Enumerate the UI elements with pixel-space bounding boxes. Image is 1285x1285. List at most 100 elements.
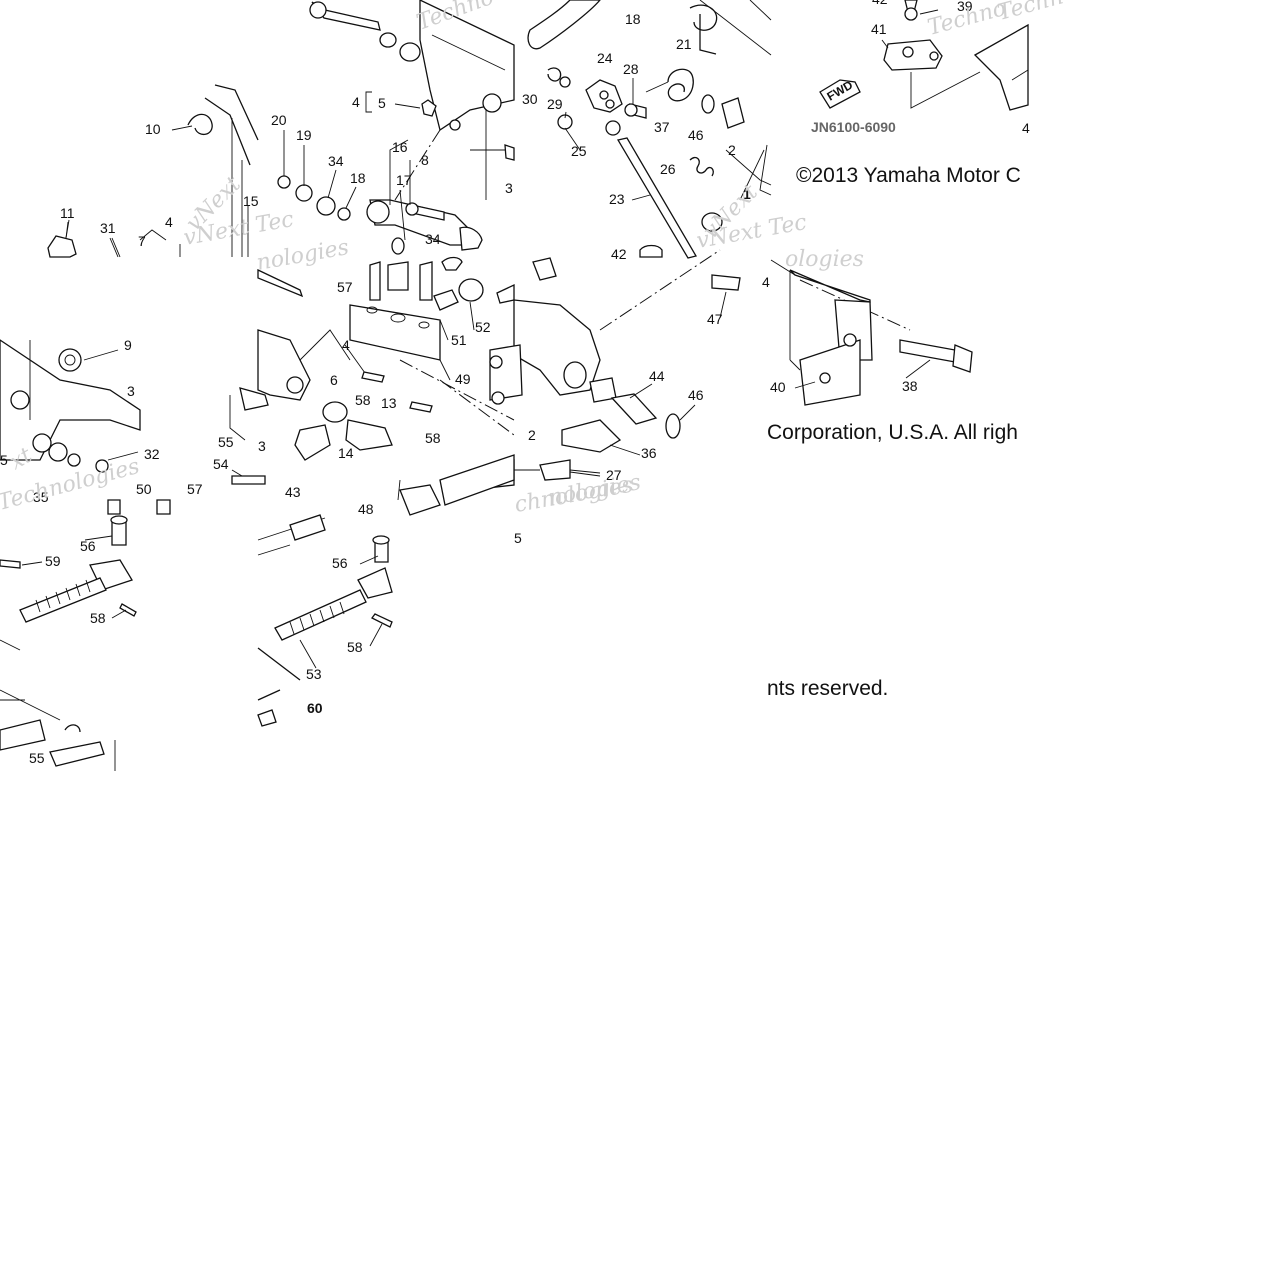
callout-34: 34: [425, 231, 441, 247]
watermark: nologies: [255, 235, 351, 276]
callout-2: 2: [728, 142, 736, 158]
callout-5: 5: [0, 452, 8, 468]
callout-15: 15: [243, 193, 259, 209]
nut-11: [47, 235, 77, 258]
callout-43: 43: [285, 484, 301, 500]
callout-24: 24: [597, 50, 613, 66]
pin-44: [610, 393, 658, 425]
callout-8: 8: [421, 152, 429, 168]
cable-boot-53: [274, 589, 367, 641]
torsion-spring-10: [187, 113, 213, 135]
callout-16: 16: [392, 139, 408, 155]
nut-9: [58, 348, 82, 372]
callout-46: 46: [688, 127, 704, 143]
callout-58: 58: [425, 430, 441, 446]
copyright-line-part-3: nts reserved.: [767, 677, 888, 700]
tile-bottom-middle: [257, 454, 515, 727]
callout-20: 20: [271, 112, 287, 128]
pedal-bracket-right: [513, 299, 601, 396]
callout-56: 56: [80, 538, 96, 554]
callout-3: 3: [505, 180, 513, 196]
callout-10: 10: [145, 121, 161, 137]
tile-top-far-right: [759, 0, 1029, 196]
callout-51: 51: [451, 332, 467, 348]
callout-29: 29: [547, 96, 563, 112]
callout-41: 41: [871, 21, 887, 37]
callout-37: 37: [654, 119, 670, 135]
cable-54: [231, 475, 266, 485]
callout-58: 58: [90, 610, 106, 626]
reference-code: JN6100-6090: [811, 119, 896, 135]
rod-23: [616, 137, 697, 259]
pedal-lever: [527, 0, 601, 50]
cable-boot-left: [19, 577, 107, 623]
pin-47: [711, 274, 741, 291]
callout-40: 40: [770, 379, 786, 395]
callout-58: 58: [355, 392, 371, 408]
callout-28: 28: [623, 61, 639, 77]
tile-top-middle: [277, 0, 515, 271]
callout-55: 55: [218, 434, 234, 450]
callout-59: 59: [45, 553, 61, 569]
callout-31: 31: [100, 220, 116, 236]
callout-7: 7: [138, 233, 146, 249]
spring-37: [667, 68, 694, 102]
bolt-13: [345, 419, 393, 451]
callout-57: 57: [187, 481, 203, 497]
callout-58: 58: [347, 639, 363, 655]
callout-56: 56: [332, 555, 348, 571]
callout-2: 2: [528, 427, 536, 443]
callout-4: 4: [762, 274, 770, 290]
bracket-right: [973, 23, 1029, 111]
bracket-14: [294, 424, 331, 461]
watermark: Techn: [995, 0, 1066, 26]
callout-57: 57: [337, 279, 353, 295]
clevis-middle: [357, 567, 393, 599]
callout-44: 44: [649, 368, 665, 384]
callout-9: 9: [124, 337, 132, 353]
callout-21: 21: [676, 36, 692, 52]
bushing-2: [721, 97, 745, 129]
callout-6: 6: [330, 372, 338, 388]
tile-middle-left: [0, 339, 171, 515]
copyright-line-part-2: Corporation, U.S.A. All righ: [767, 421, 1018, 444]
callout-52: 52: [475, 319, 491, 335]
callout-5: 5: [378, 95, 386, 111]
callout-49: 49: [455, 371, 471, 387]
tile-bottom-left: [0, 515, 137, 771]
callout-54: 54: [213, 456, 229, 472]
callout-3: 3: [127, 383, 135, 399]
callout-23: 23: [609, 191, 625, 207]
callout-4: 4: [352, 94, 360, 110]
callout-32: 32: [144, 446, 160, 462]
spring-26: [689, 156, 714, 177]
pedal-3: [0, 339, 141, 461]
callout-60: 60: [307, 700, 323, 716]
callout-14: 14: [338, 445, 354, 461]
callout-34: 34: [328, 153, 344, 169]
leader-lines: [21, 9, 939, 669]
callout-53: 53: [306, 666, 322, 682]
callout-13: 13: [381, 395, 397, 411]
callout-27: 27: [606, 467, 622, 483]
bolt-59: [0, 559, 21, 569]
callout-48: 48: [358, 501, 374, 517]
callout-35: 35: [33, 489, 49, 505]
mount-plate: [489, 344, 523, 401]
fwd-arrow: [819, 79, 861, 109]
callout-39: 39: [957, 0, 973, 14]
callout-labels: 10 11 31 4 7 15 9 3 32 35 50 57 5 56 59 …: [0, 0, 1030, 766]
callout-38: 38: [902, 378, 918, 394]
callout-4: 4: [342, 337, 350, 353]
callout-42: 42: [872, 0, 888, 7]
spring-32: [95, 459, 109, 473]
block-49: [349, 304, 441, 361]
callout-30: 30: [522, 91, 538, 107]
plate-41: [883, 39, 943, 71]
bolt-38: [899, 339, 956, 363]
tile-middle-far-right: [770, 259, 973, 406]
callout-36: 36: [641, 445, 657, 461]
pad-36: [561, 419, 622, 453]
tile-middle-middle: [229, 261, 515, 485]
